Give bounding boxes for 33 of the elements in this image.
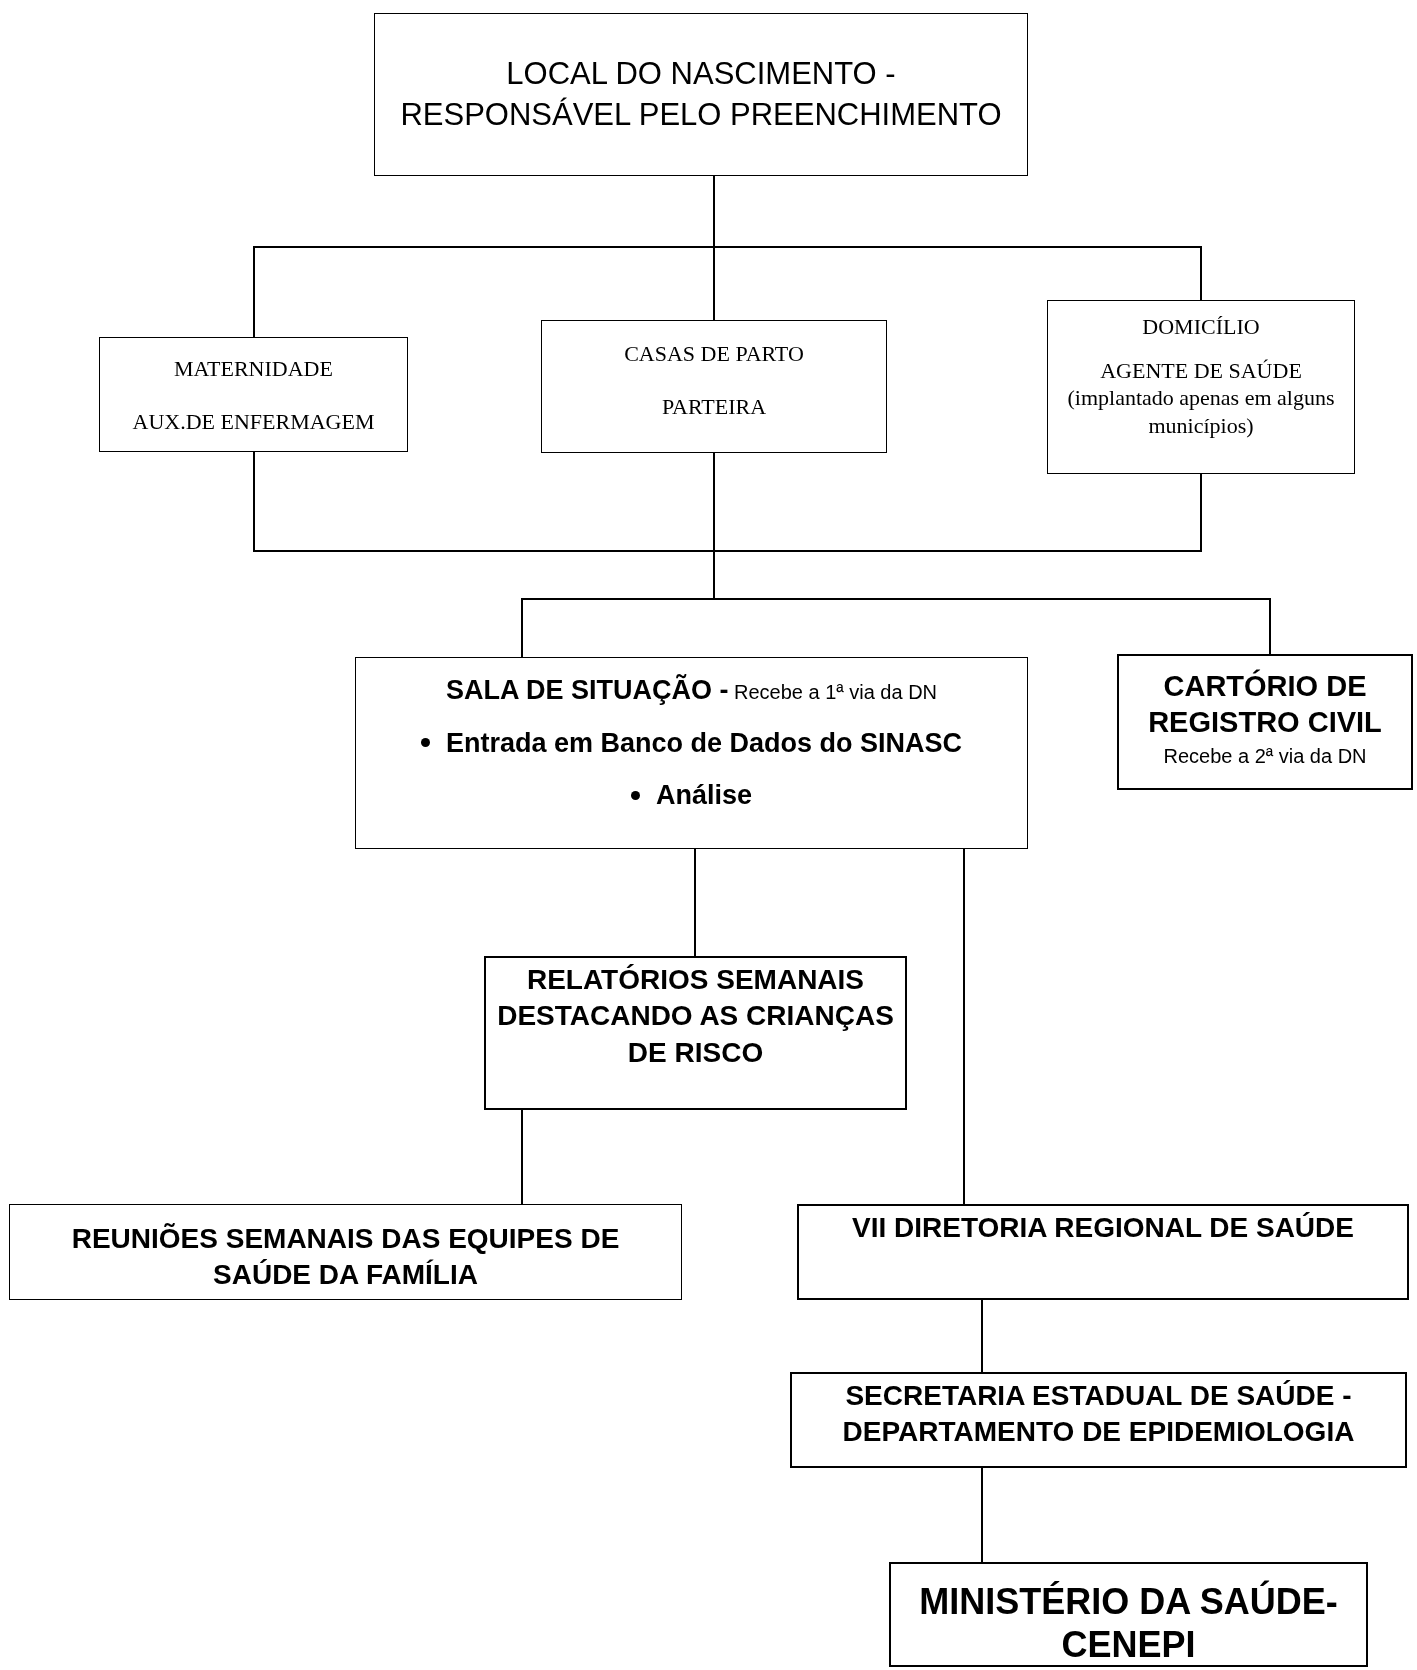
- node-text: DOMICÍLIO: [1142, 313, 1260, 341]
- heading-text: CARTÓRIO DE REGISTRO CIVIL: [1147, 668, 1383, 741]
- heading-text: SALA DE SITUAÇÃO - Recebe a 1ª via da DN: [445, 673, 938, 707]
- node-text: AUX.DE ENFERMAGEM: [132, 407, 375, 436]
- node-text: LOCAL DO NASCIMENTO - RESPONSÁVEL PELO PREENCHIMENTO: [399, 55, 1003, 134]
- node-text: RELATÓRIOS SEMANAIS DESTACANDO AS CRIANÇAS DE RISCO: [496, 963, 895, 1070]
- bullet-text: Entrada em Banco de Dados do SINASC: [445, 726, 963, 760]
- connector-line: [981, 1299, 983, 1373]
- node-text: MINISTÉRIO DA SAÚDE- CENEPI: [918, 1580, 1339, 1667]
- bullet-text: Análise: [655, 779, 752, 812]
- process-box: [1117, 654, 1413, 790]
- node-text: REUNIÕES SEMANAIS DAS EQUIPES DE SAÚDE DA FAMÍLIA: [70, 1222, 621, 1293]
- process-box: [355, 657, 1028, 849]
- node-text: CASAS DE PARTO: [624, 340, 804, 368]
- process-box: [790, 1372, 1407, 1468]
- connector-line: [694, 848, 696, 957]
- node-text: VII DIRETORIA REGIONAL DE SAÚDE: [852, 1211, 1354, 1245]
- note-text: Recebe a 2ª via da DN: [1163, 743, 1367, 769]
- node-text: SECRETARIA ESTADUAL DE SAÚDE - DEPARTAMENTO DE EPIDEMIOLOGIA: [841, 1379, 1356, 1450]
- process-box: [9, 1204, 682, 1300]
- process-box: [541, 320, 887, 453]
- process-box: [797, 1204, 1409, 1300]
- process-box: [99, 337, 408, 452]
- connector-line: [521, 1109, 523, 1205]
- connector-line: [963, 848, 965, 1205]
- node-text: PARTEIRA: [661, 393, 767, 421]
- node-text: AGENTE DE SAÚDE (implantado apenas em alguns municípios): [1066, 356, 1336, 439]
- node-text: MATERNIDADE: [174, 354, 333, 383]
- process-box: [484, 956, 907, 1110]
- process-box: [1047, 300, 1355, 474]
- process-box: [889, 1562, 1368, 1667]
- connector-line: [981, 1467, 983, 1563]
- process-box: [374, 13, 1028, 176]
